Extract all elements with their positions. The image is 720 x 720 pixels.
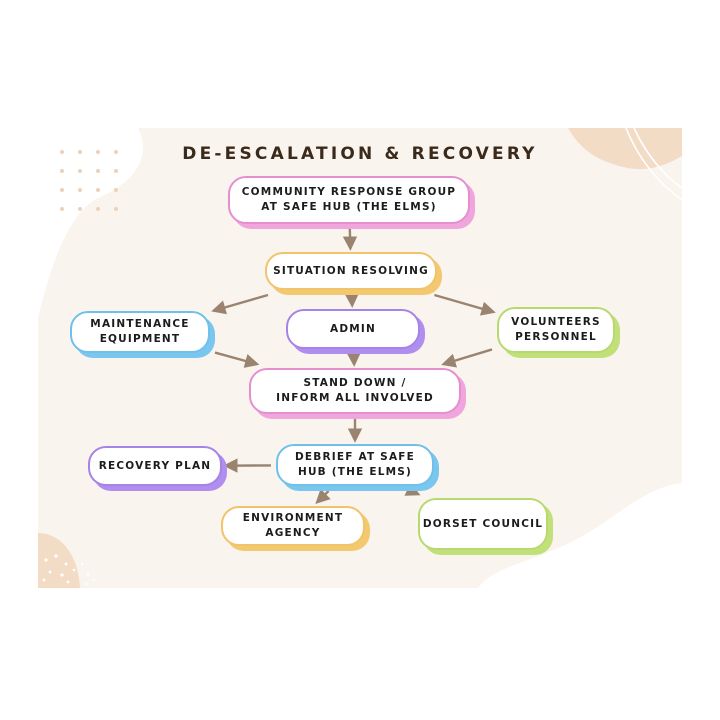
node-label: STAND DOWN / INFORM ALL INVOLVED <box>276 377 434 404</box>
node-environment-agency: ENVIRONMENT AGENCY <box>221 506 365 546</box>
arrow-maintenance-to-standdown <box>214 351 260 368</box>
node-dorset-council: DORSET COUNCIL <box>418 498 548 550</box>
node-admin: ADMIN <box>286 309 420 349</box>
node-stand-down: STAND DOWN / INFORM ALL INVOLVED <box>249 368 461 414</box>
white-arc-icon <box>633 128 682 189</box>
node-label: MAINTENANCE EQUIPMENT <box>90 318 190 345</box>
node-maintenance-equipment: MAINTENANCE EQUIPMENT <box>70 311 210 353</box>
node-label: RECOVERY PLAN <box>98 459 212 472</box>
arrow-debrief-to-environment <box>315 488 331 505</box>
white-blob-bottom-right <box>478 483 682 588</box>
peach-blob-top-right <box>568 128 682 170</box>
arrow-volunteers-to-standdown <box>441 348 493 368</box>
node-label: VOLUNTEERS PERSONNEL <box>511 316 601 343</box>
node-label: DORSET COUNCIL <box>422 517 544 530</box>
arrow-situation-to-maintenance <box>211 293 269 315</box>
sprinkle-dots-icon <box>42 554 96 586</box>
node-label: ADMIN <box>330 322 376 335</box>
node-debrief: DEBRIEF AT SAFE HUB (THE ELMS) <box>276 444 434 486</box>
node-label: SITUATION RESOLVING <box>273 264 429 277</box>
arrow-community-to-situation <box>342 228 358 251</box>
node-situation-resolving: SITUATION RESOLVING <box>265 252 437 290</box>
diagram-title: DE-ESCALATION & RECOVERY <box>182 144 538 164</box>
white-arc-icon <box>625 128 682 201</box>
decorative-background <box>38 128 682 588</box>
node-label: COMMUNITY RESPONSE GROUP AT SAFE HUB (TH… <box>241 186 457 213</box>
node-community-response-group: COMMUNITY RESPONSE GROUP AT SAFE HUB (TH… <box>228 176 470 224</box>
node-volunteers-personnel: VOLUNTEERS PERSONNEL <box>497 307 615 353</box>
peach-blob-bottom-left <box>38 533 80 588</box>
node-label: DEBRIEF AT SAFE HUB (THE ELMS) <box>294 451 416 478</box>
white-blob-top-left <box>38 128 144 318</box>
node-label: ENVIRONMENT AGENCY <box>242 512 344 539</box>
dot-grid-icon <box>60 150 118 211</box>
arrow-situation-to-volunteers <box>434 293 496 316</box>
node-recovery-plan: RECOVERY PLAN <box>88 446 222 486</box>
arrow-debrief-to-dorset <box>404 482 421 496</box>
